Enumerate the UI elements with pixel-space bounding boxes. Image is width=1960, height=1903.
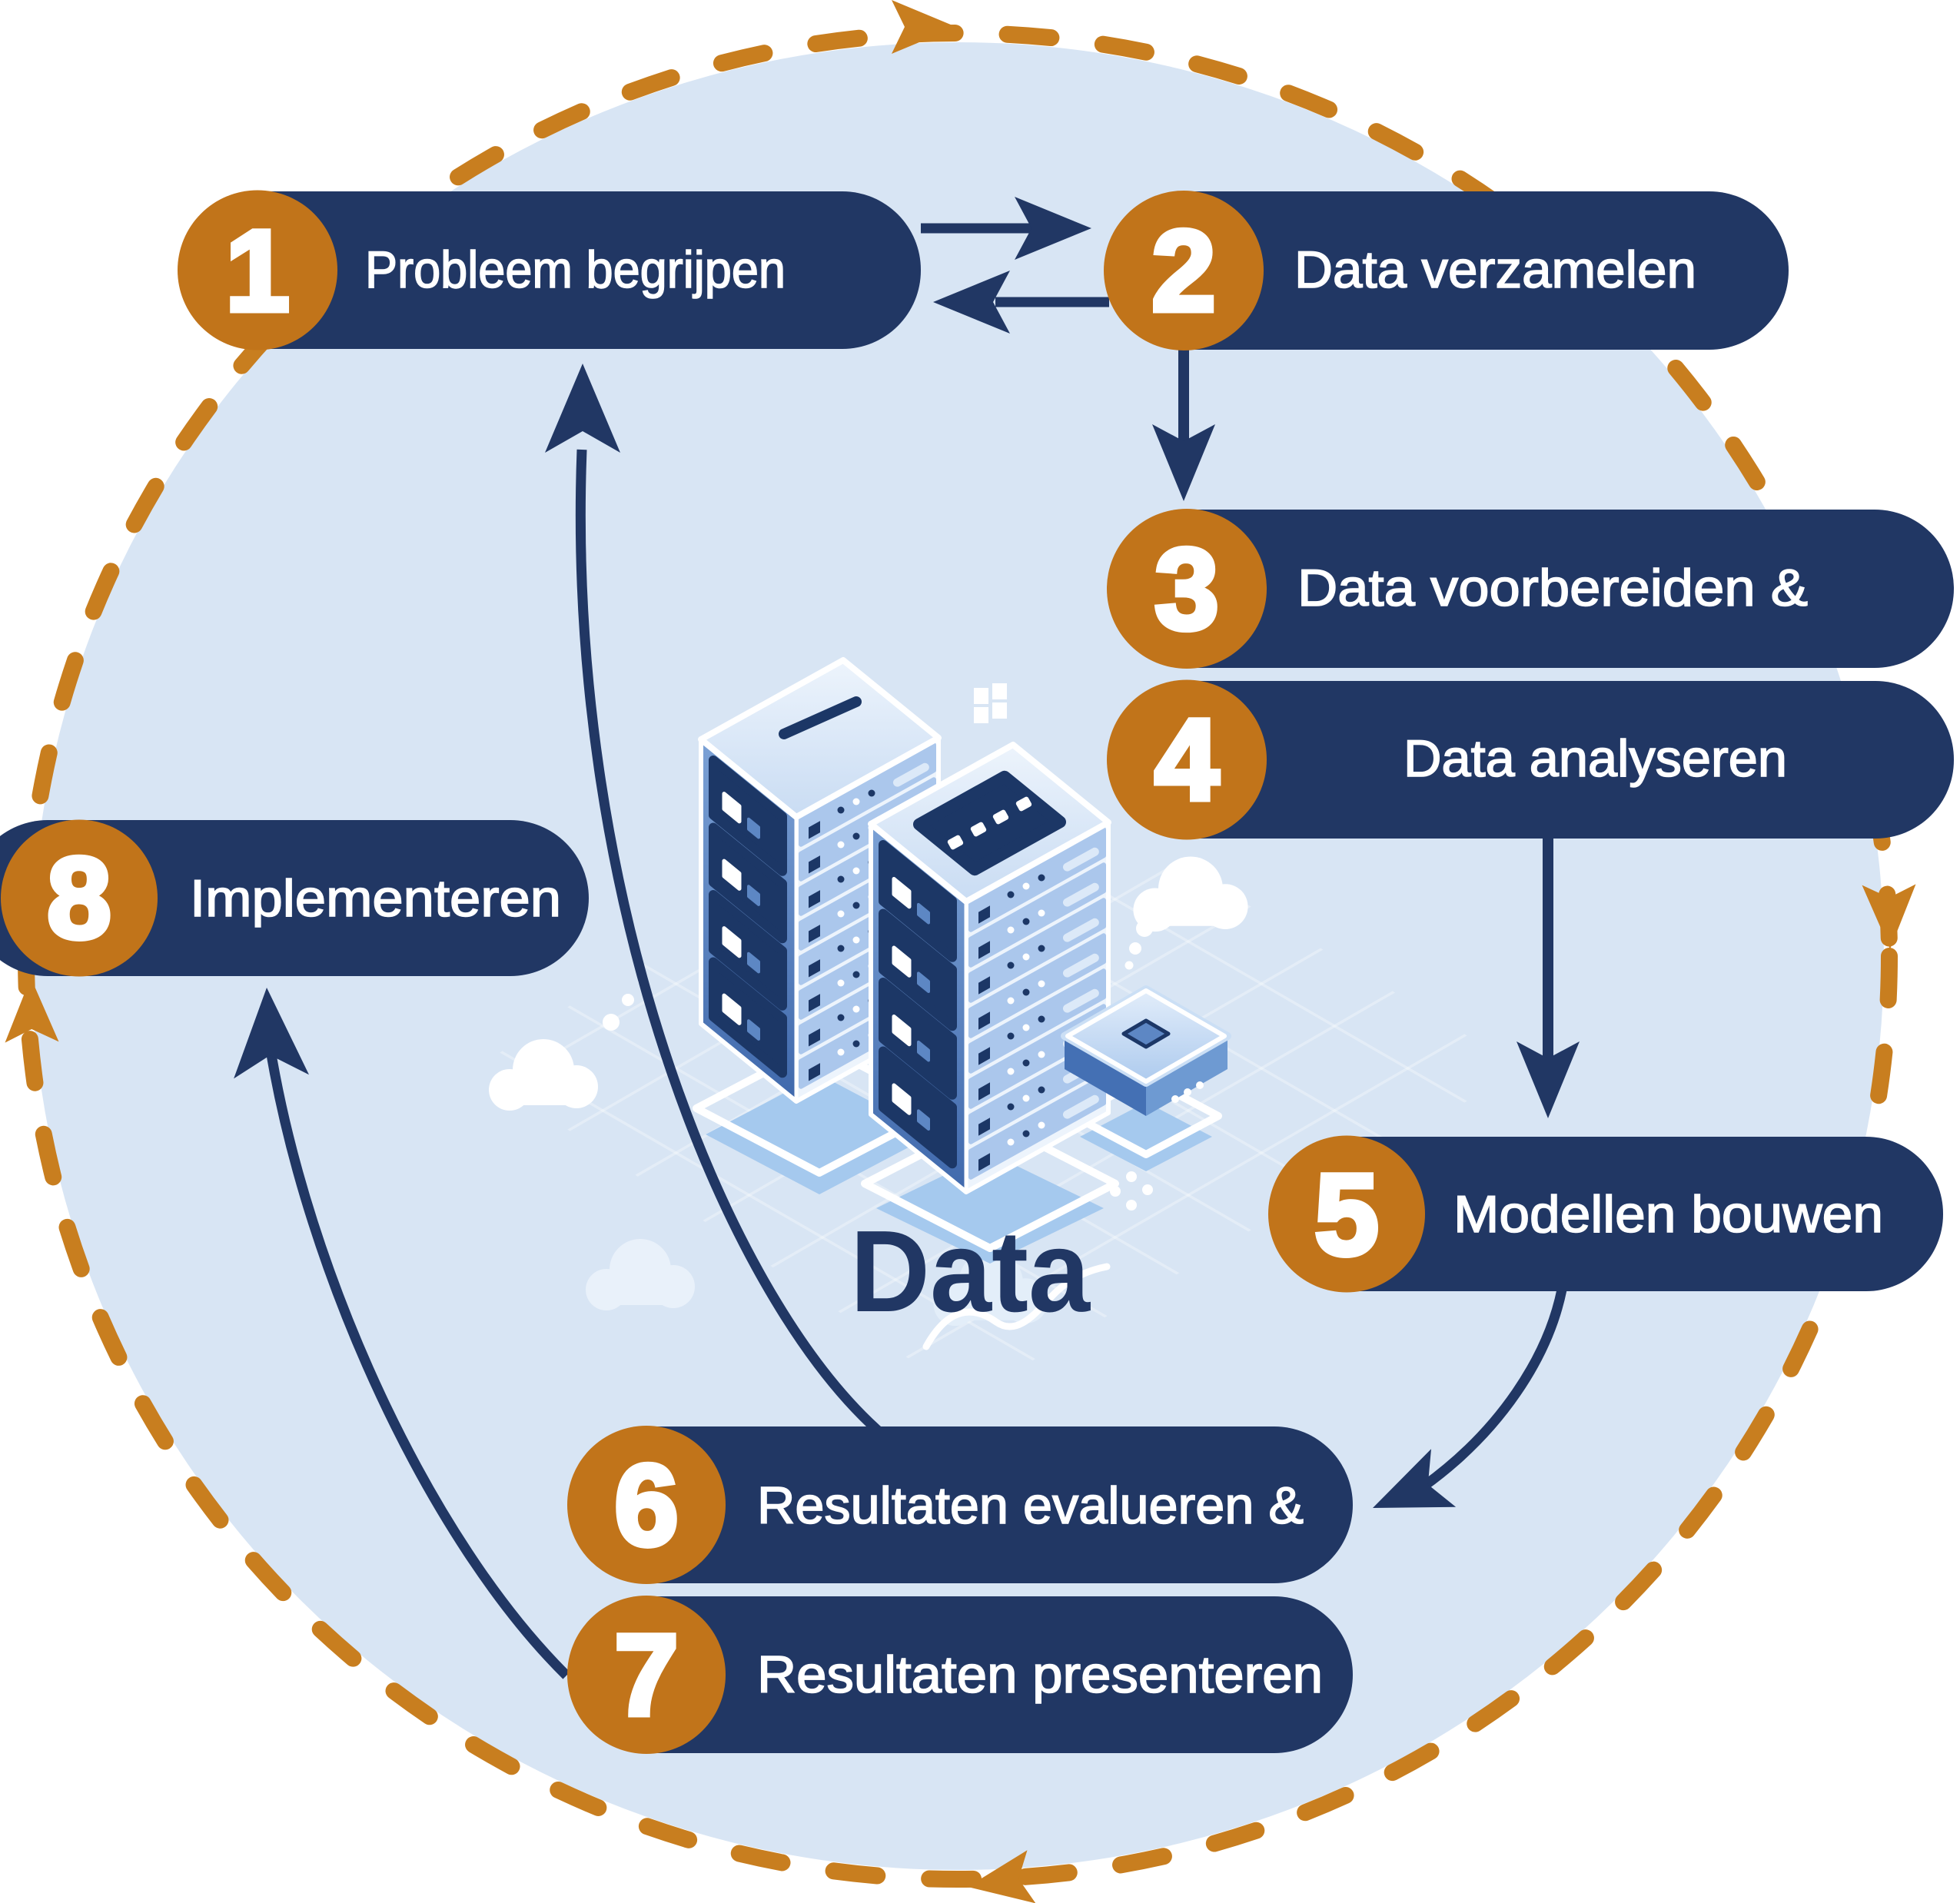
svg-text:Implementeren: Implementeren: [190, 869, 561, 928]
svg-text:7: 7: [614, 1610, 678, 1739]
svg-text:Data verzamelen: Data verzamelen: [1294, 241, 1696, 299]
svg-text:2: 2: [1151, 206, 1215, 335]
svg-text:4: 4: [1154, 695, 1218, 824]
svg-text:1: 1: [225, 206, 289, 335]
svg-text:Data analyseren: Data analyseren: [1404, 729, 1787, 788]
svg-text:6: 6: [614, 1440, 678, 1569]
svg-text:3: 3: [1154, 524, 1218, 653]
svg-text:8: 8: [47, 833, 111, 962]
svg-text:5: 5: [1314, 1150, 1378, 1279]
svg-text:Data voorbereiden &: Data voorbereiden &: [1297, 559, 1808, 617]
svg-text:Resultaten presenteren: Resultaten presenteren: [757, 1646, 1323, 1704]
svg-text:Resultaten evalueren &: Resultaten evalueren &: [757, 1476, 1304, 1535]
svg-text:Probleem begrijpen: Probleem begrijpen: [365, 241, 786, 299]
svg-text:Modellen bouwen: Modellen bouwen: [1453, 1185, 1883, 1244]
svg-text:Data: Data: [850, 1206, 1091, 1336]
